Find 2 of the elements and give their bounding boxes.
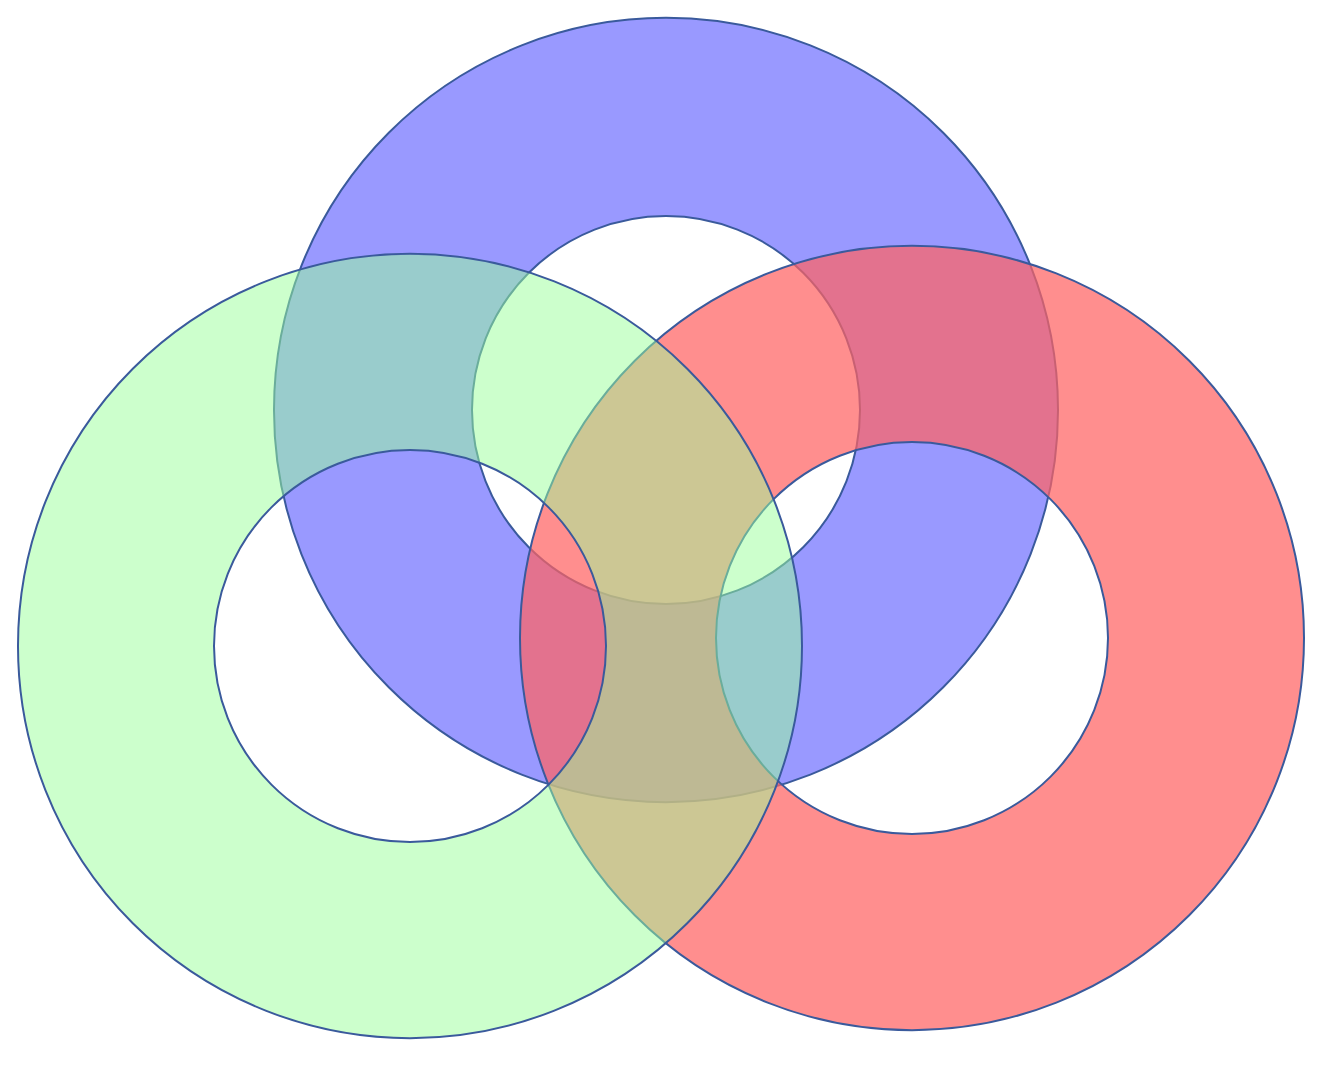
ring (518, 244, 1306, 1032)
ring (16, 252, 804, 1040)
